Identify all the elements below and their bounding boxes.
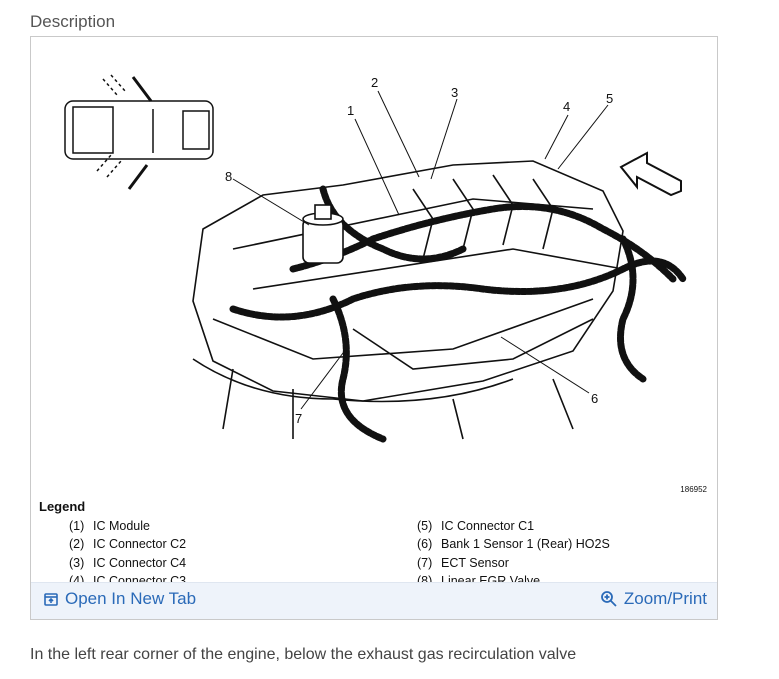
callout-1: 1 bbox=[347, 103, 354, 118]
diagram-card: 1 2 3 4 5 6 7 8 186952 Legend (1)IC Modu… bbox=[30, 36, 718, 620]
legend-title: Legend bbox=[39, 499, 86, 514]
zoom-icon bbox=[600, 590, 618, 608]
legend-column-right: (5)IC Connector C1 (6)Bank 1 Sensor 1 (R… bbox=[417, 517, 610, 590]
legend-item-5: (5)IC Connector C1 bbox=[417, 519, 535, 533]
engine-diagram[interactable]: 1 2 3 4 5 6 7 8 bbox=[33, 39, 715, 531]
egr-valve bbox=[302, 204, 344, 264]
callout-6: 6 bbox=[591, 391, 598, 406]
legend: Legend (1)IC Module (2)IC Connector C2 (… bbox=[37, 499, 709, 588]
figure-id: 186952 bbox=[680, 485, 707, 494]
legend-item-3: (3)IC Connector C4 bbox=[69, 555, 187, 570]
wiring-harness bbox=[229, 185, 687, 443]
open-new-tab-icon bbox=[43, 591, 59, 607]
direction-arrow bbox=[619, 151, 682, 197]
legend-column-left: (1)IC Module (2)IC Connector C2 (3)IC Co… bbox=[69, 517, 186, 590]
callout-leaders bbox=[232, 90, 609, 410]
legend-item-7: (7)ECT Sensor bbox=[417, 555, 509, 570]
callout-labels: 1 2 3 4 5 6 7 8 bbox=[225, 75, 613, 426]
zoom-print-label: Zoom/Print bbox=[623, 589, 707, 608]
callout-5: 5 bbox=[606, 91, 613, 106]
legend-item-6: (6)Bank 1 Sensor 1 (Rear) HO2S bbox=[417, 537, 610, 552]
card-footer: Open In New Tab Zoom/Print bbox=[31, 582, 717, 619]
callout-8: 8 bbox=[225, 169, 232, 184]
engine-body bbox=[192, 160, 624, 440]
zoom-print-link[interactable]: Zoom/Print bbox=[600, 589, 707, 609]
engine-diagram-drawing: 1 2 3 4 5 6 7 8 bbox=[64, 74, 687, 443]
callout-4: 4 bbox=[563, 99, 570, 114]
legend-item-2: (2)IC Connector C2 bbox=[69, 537, 187, 552]
open-in-new-tab-label: Open In New Tab bbox=[65, 589, 197, 608]
legend-item-1: (1)IC Module bbox=[69, 519, 150, 533]
vehicle-inset bbox=[64, 74, 214, 190]
callout-2: 2 bbox=[371, 75, 378, 90]
diagram-caption: In the left rear corner of the engine, b… bbox=[30, 646, 577, 663]
callout-3: 3 bbox=[451, 85, 458, 100]
open-in-new-tab-link[interactable]: Open In New Tab bbox=[43, 589, 196, 609]
callout-7: 7 bbox=[295, 411, 302, 426]
section-title: Description bbox=[30, 12, 116, 31]
